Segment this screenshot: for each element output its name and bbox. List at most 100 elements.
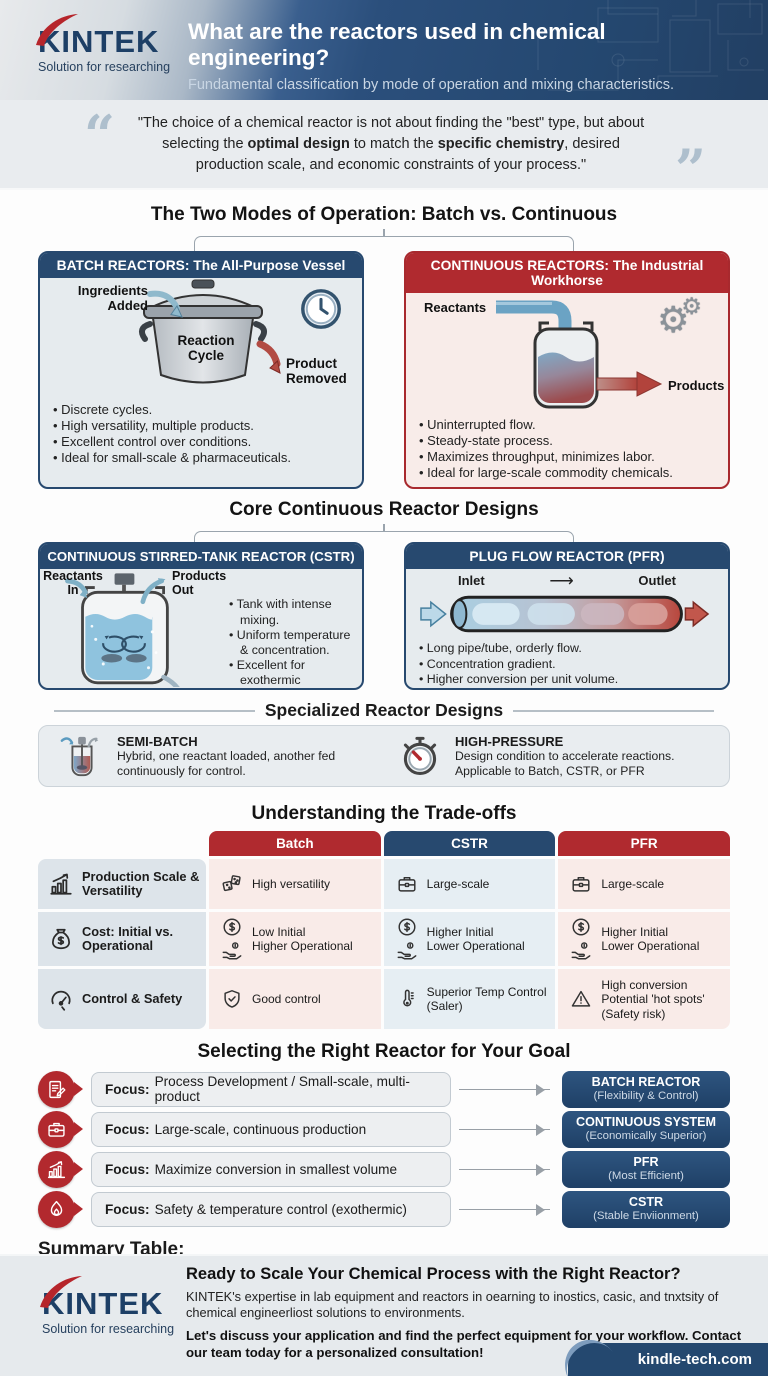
cstr-bullet-list: Tank with intense mixing. Uniform temper… <box>216 597 362 689</box>
pfr-tube-graphic <box>420 596 710 633</box>
bullet: Concentration gradient. <box>427 657 718 673</box>
continuous-panel-title: CONTINUOUS REACTORS: The Industrial Work… <box>406 253 728 294</box>
clock-icon <box>298 286 344 332</box>
section-title-modes: The Two Modes of Operation: Batch vs. Co… <box>150 204 618 226</box>
specialized-item-desc: Hybrid, one reactant loaded, another fed… <box>117 749 336 778</box>
flow-arrow-icon: ⟶ <box>549 571 574 591</box>
logo-swoosh-icon <box>36 14 78 46</box>
footer-heading: Ready to Scale Your Chemical Process wit… <box>186 1265 681 1283</box>
quote-text: "The choice of a chemical reactor is not… <box>137 115 645 174</box>
arrow-right-icon <box>459 1204 550 1215</box>
header-titleblock: What are the reactors used in chemical e… <box>188 19 753 93</box>
pfr-inlet-label: Inlet <box>458 573 485 589</box>
tradeoffs-row-label: Cost: Initial vs. Operational <box>38 912 206 967</box>
arrow-right-icon <box>459 1084 550 1095</box>
website-link[interactable]: kindle-tech.com <box>568 1343 768 1376</box>
gears-icon: ⚙⚙ <box>657 293 702 341</box>
tradeoffs-cell: High versatility <box>209 859 381 910</box>
footer-body: KINTEK's expertise in lab equipment and … <box>186 1289 719 1321</box>
batch-out-label: Product Removed <box>286 356 347 387</box>
footer: KINTEK Solution for researching Ready to… <box>0 1254 768 1376</box>
specialized-item-high-pressure: HIGH-PRESSURE Design condition to accele… <box>397 733 709 779</box>
bullet: Packed Bed Reactor (PBR) is a common typ… <box>427 688 718 689</box>
bullet: Excellent control over conditions. <box>61 434 352 450</box>
connector-stem <box>383 229 385 237</box>
cstr-out-label: Products Out <box>172 569 227 598</box>
logo-swoosh-icon <box>40 1276 82 1308</box>
stopwatch-icon <box>397 733 443 779</box>
selecting-row: Focus:Process Development / Small-scale,… <box>38 1069 730 1109</box>
page-title: What are the reactors used in chemical e… <box>188 19 606 70</box>
cstr-tank-graphic <box>65 573 180 688</box>
dollar-coin-icon <box>570 916 592 938</box>
pfr-panel-title: PLUG FLOW REACTOR (PFR) <box>406 544 728 570</box>
selecting-row: Focus:Maximize conversion in smallest vo… <box>38 1149 730 1189</box>
document-pencil-icon <box>46 1079 67 1100</box>
specialized-title-row: Specialized Reactor Designs <box>54 700 715 721</box>
batch-cycle-label: Reaction Cycle <box>177 333 235 364</box>
batch-bullet-list: Discrete cycles. High versatility, multi… <box>40 402 362 466</box>
connector-bracket <box>194 531 574 543</box>
tradeoffs-header-batch: Batch <box>209 831 381 857</box>
continuous-illustration: Reactants Products ⚙⚙ <box>406 293 728 415</box>
chart-growth-icon <box>48 871 74 897</box>
bullet: Steady-state process. <box>427 433 718 449</box>
bullet: Maximizes throughput, minimizes labor. <box>427 449 718 465</box>
ingredients-arrow-icon <box>147 290 183 318</box>
pfr-panel: PLUG FLOW REACTOR (PFR) Inlet ⟶ Outlet L… <box>404 542 730 691</box>
continuous-bullet-list: Uninterrupted flow. Steady-state process… <box>406 417 728 481</box>
divider-line <box>513 710 715 712</box>
brand-tagline: Solution for researching <box>38 60 171 74</box>
focus-pill: Focus:Large-scale, continuous production <box>91 1111 451 1147</box>
brand-text: KINTEK <box>38 24 160 59</box>
hand-coin-icon <box>396 940 418 962</box>
batch-reactor-panel: BATCH REACTORS: The All-Purpose Vessel <box>38 251 364 490</box>
header: KINTEK Solution for researching What are… <box>0 0 768 100</box>
specialized-item-desc: Design condition to accelerate reactions… <box>455 749 675 778</box>
thermometer-icon <box>396 988 418 1010</box>
tradeoffs-header-empty <box>38 831 206 856</box>
focus-pill: Focus:Safety & temperature control (exot… <box>91 1191 451 1227</box>
continuous-vessel-graphic <box>496 300 663 409</box>
page-subtitle: Fundamental classification by mode of op… <box>188 76 674 93</box>
bullet: Uniform temperature & concentration. <box>237 628 352 658</box>
briefcase-icon <box>396 873 418 895</box>
specialized-box: SEMI-BATCH Hybrid, one reactant loaded, … <box>38 725 730 788</box>
pfr-bullet-list: Long pipe/tube, orderly flow. Concentrat… <box>406 641 728 689</box>
quote-banner: “ "The choice of a chemical reactor is n… <box>0 100 768 196</box>
cstr-illustration: Reactants In Products Out <box>40 569 226 688</box>
focus-pill: Focus:Process Development / Small-scale,… <box>91 1071 451 1107</box>
connector-bracket <box>194 236 574 252</box>
connector-stem <box>383 524 385 532</box>
bullet: Ideal for large-scale commodity chemical… <box>427 465 718 481</box>
specialized-item-name: HIGH-PRESSURE <box>455 734 564 750</box>
briefcase-icon <box>570 873 592 895</box>
section-title-selecting: Selecting the Right Reactor for Your Goa… <box>197 1041 571 1063</box>
footer-cta: Let's discuss your application and find … <box>186 1327 742 1360</box>
tradeoffs-cell: Large-scale <box>558 859 730 910</box>
semi-batch-vessel-icon <box>59 733 105 779</box>
briefcase-icon <box>46 1119 67 1140</box>
dollar-coin-icon <box>396 916 418 938</box>
product-arrow-icon <box>256 340 281 374</box>
batch-in-label: Ingredients Added <box>77 283 148 313</box>
tradeoffs-header-cstr: CSTR <box>383 831 556 857</box>
bullet: Excellent for exothermic reactions. <box>237 658 352 689</box>
cstr-panel: CONTINUOUS STIRRED-TANK REACTOR (CSTR) <box>38 542 364 691</box>
arrow-right-icon <box>459 1164 550 1175</box>
continuous-out-label: Products <box>668 378 725 394</box>
arrow-right-icon <box>459 1124 550 1135</box>
result-pill: PFR(Most Efficient) <box>562 1150 730 1188</box>
result-pill: CONTINUOUS SYSTEM(Economically Superior) <box>562 1110 730 1148</box>
tradeoffs-row-label: Production Scale & Versatility <box>38 859 206 910</box>
cstr-panel-title: CONTINUOUS STIRRED-TANK REACTOR (CSTR) <box>40 544 362 570</box>
hand-coin-icon <box>570 940 592 962</box>
bullet: High versatility, multiple products. <box>61 418 352 434</box>
bullet: Long pipe/tube, orderly flow. <box>427 641 718 657</box>
brand-tagline: Solution for researching <box>42 1322 175 1336</box>
continuous-reactor-panel: CONTINUOUS REACTORS: The Industrial Work… <box>404 251 730 490</box>
bullet: Uninterrupted flow. <box>427 417 718 433</box>
blueprint-pattern <box>537 0 764 91</box>
bullet: Ideal for small-scale & pharmaceuticals. <box>61 450 352 466</box>
